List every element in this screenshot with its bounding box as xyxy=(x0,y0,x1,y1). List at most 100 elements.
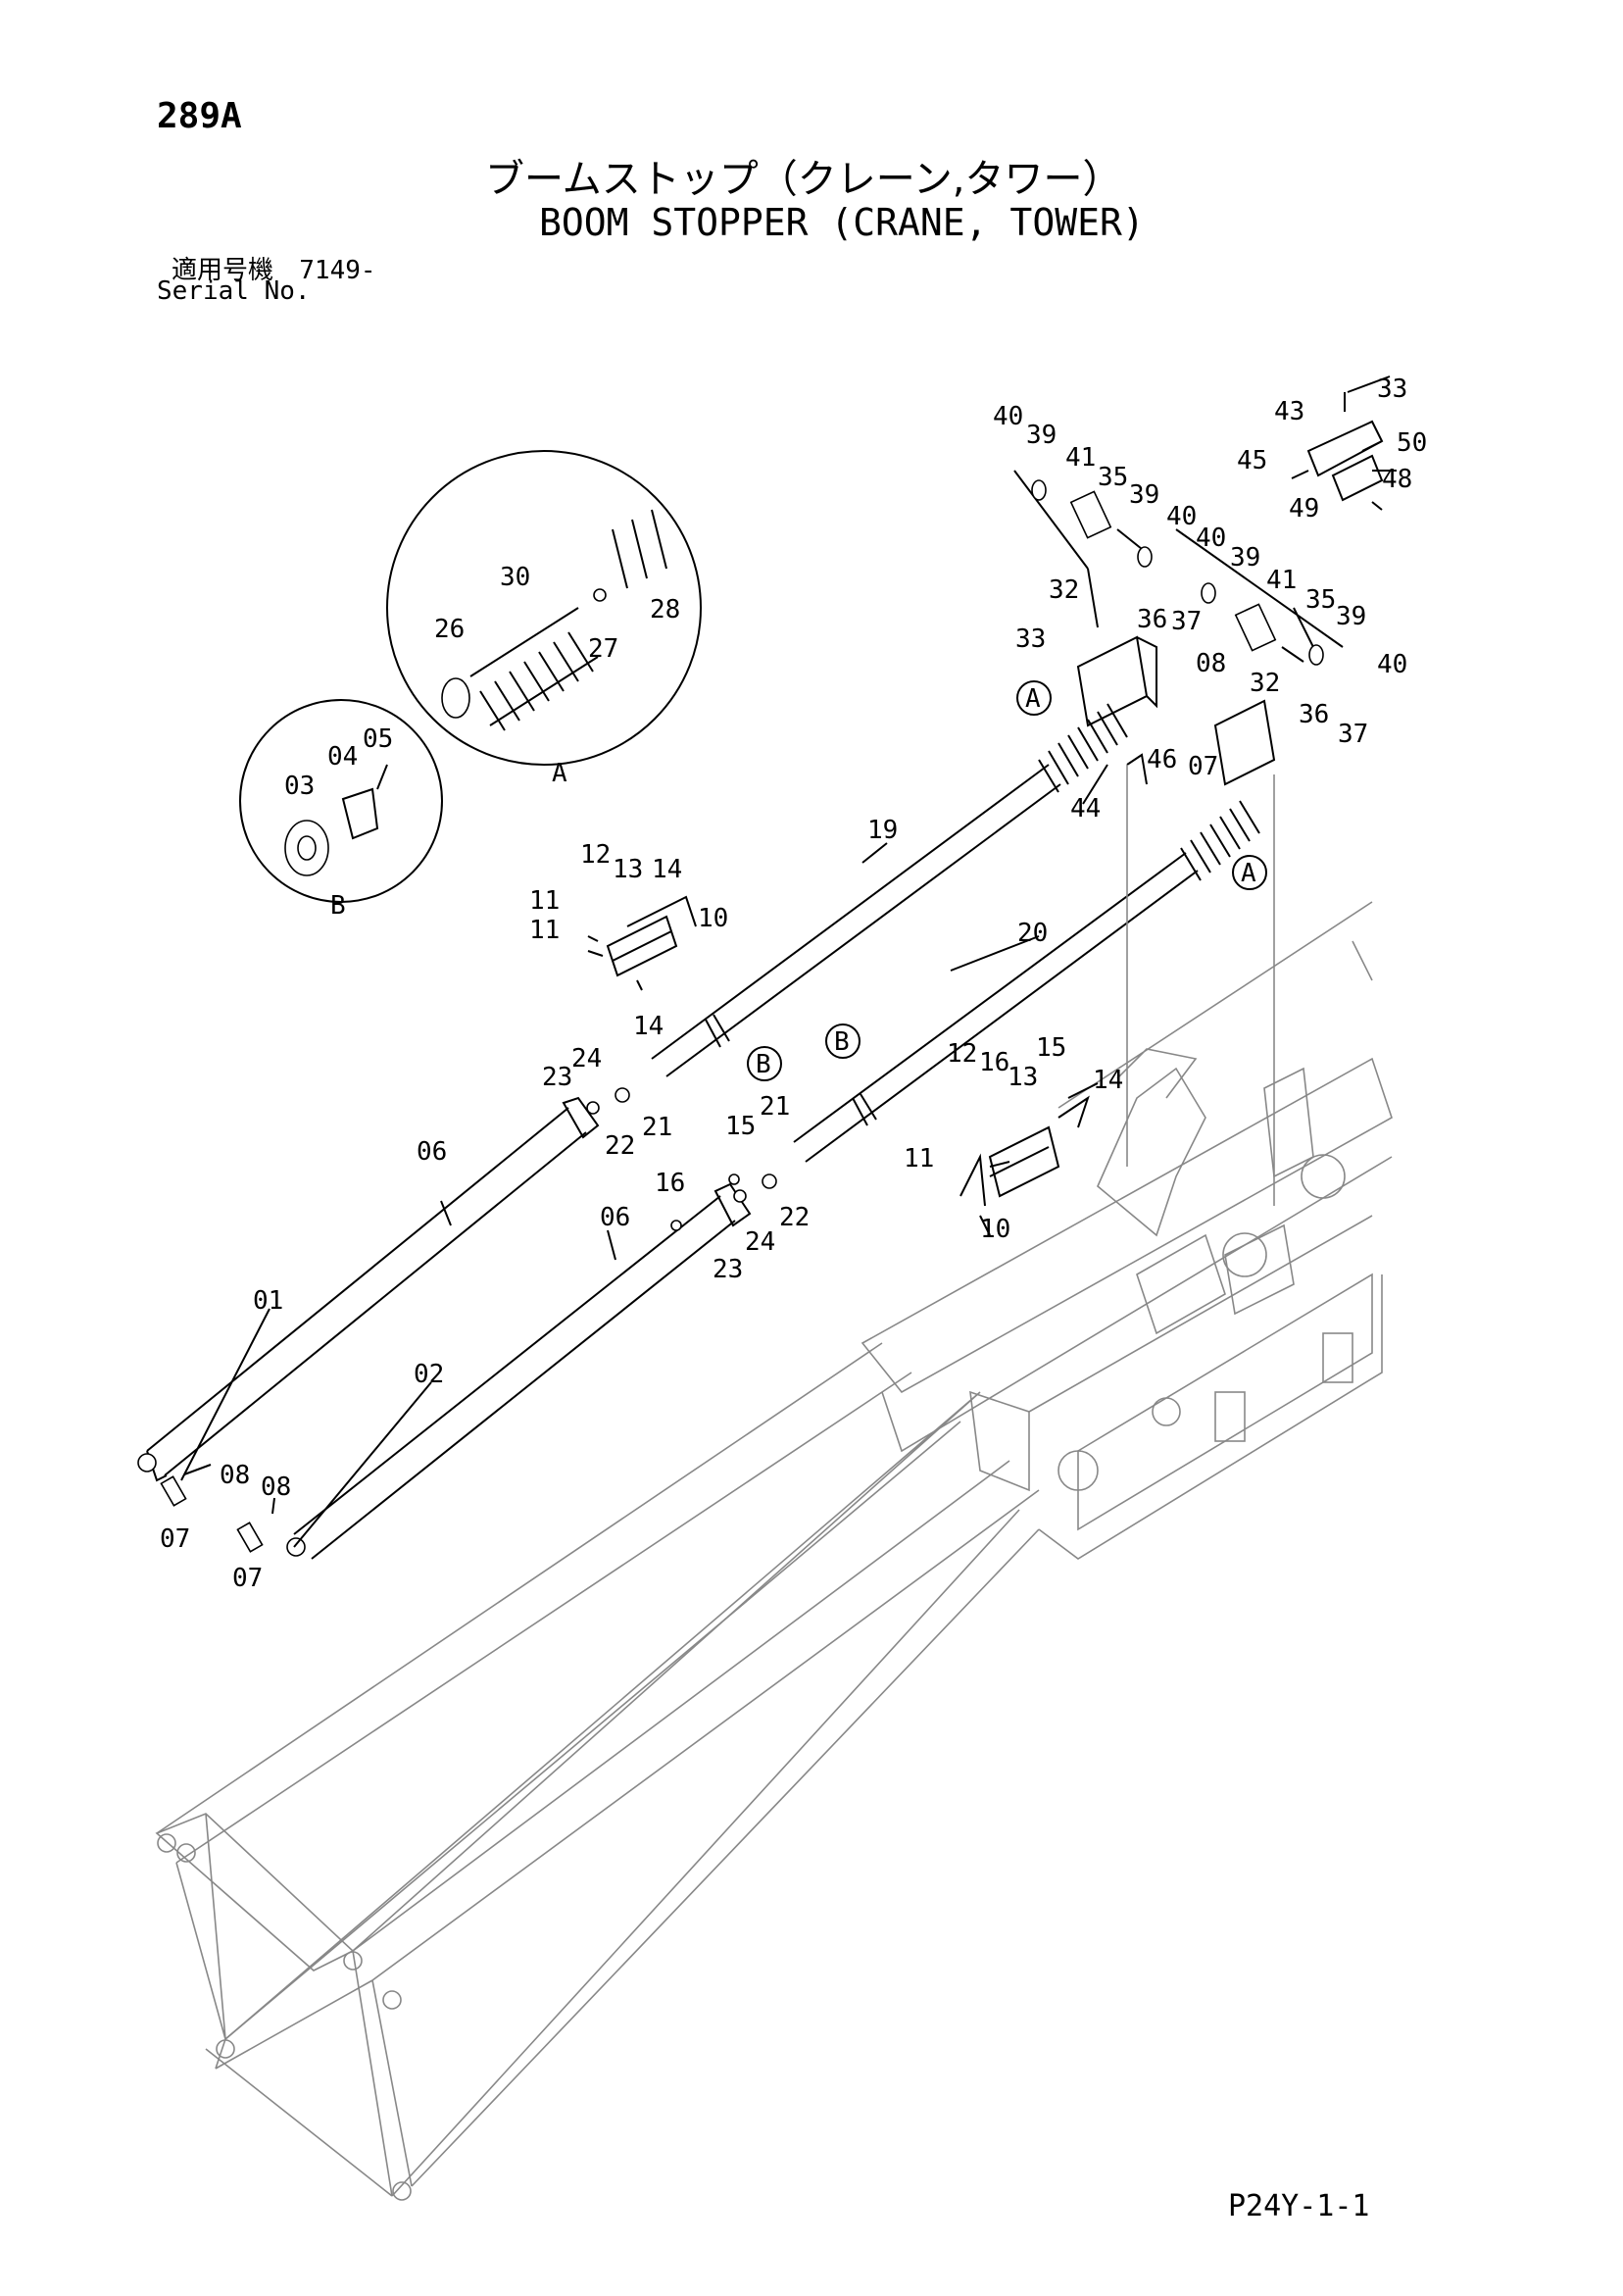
part-label: 28 xyxy=(650,595,680,624)
part-label: 49 xyxy=(1289,494,1319,524)
part-label: 50 xyxy=(1397,428,1427,458)
part-label: 13 xyxy=(1008,1063,1038,1092)
part-label: 11 xyxy=(529,886,560,916)
serial-label-jp: 適用号機 xyxy=(172,256,274,285)
detail-a-label: A xyxy=(552,759,567,788)
part-label: 33 xyxy=(1015,624,1046,654)
part-label: 15 xyxy=(1036,1033,1066,1063)
part-label: 44 xyxy=(1070,794,1101,824)
clamp-assembly-lower xyxy=(959,1095,1090,1236)
pins-bottom xyxy=(160,1464,275,1553)
part-label: 46 xyxy=(1147,745,1177,774)
part-label: 32 xyxy=(1049,575,1079,605)
part-label: 32 xyxy=(1250,669,1280,698)
part-label: 40 xyxy=(1377,650,1407,679)
part-label: 06 xyxy=(600,1203,630,1232)
serial-value: 7149- xyxy=(299,256,376,285)
part-label: 08 xyxy=(261,1472,291,1502)
part-label: 40 xyxy=(993,402,1023,431)
part-label: 39 xyxy=(1230,543,1260,573)
part-label: 20 xyxy=(1017,919,1048,948)
part-label: 26 xyxy=(434,615,465,644)
footer-code: P24Y-1-1 xyxy=(1228,2189,1370,2223)
part-label: 14 xyxy=(1093,1066,1123,1095)
part-label: 21 xyxy=(642,1113,672,1142)
rod-assemblies xyxy=(137,703,1260,1560)
boom-lattice xyxy=(155,1342,1040,2201)
title-japanese: ブームストップ（クレーン,タワー） xyxy=(485,157,1122,202)
bracket-assembly-upper xyxy=(1013,470,1344,805)
part-label: 24 xyxy=(745,1227,775,1257)
part-label: 14 xyxy=(633,1012,664,1041)
part-label: 02 xyxy=(414,1360,444,1389)
title-english: BOOM STOPPER (CRANE, TOWER) xyxy=(539,201,1145,244)
callout-b-upper-label: B xyxy=(756,1050,771,1079)
detail-circle-b xyxy=(239,699,443,903)
part-label: 11 xyxy=(904,1144,934,1173)
part-label: 35 xyxy=(1305,585,1336,615)
part-label: 16 xyxy=(655,1169,685,1198)
leader-lines xyxy=(180,375,1397,1548)
part-label: 23 xyxy=(713,1255,743,1284)
callout-b-upper xyxy=(747,1046,782,1081)
part-label: 11 xyxy=(529,916,560,945)
part-label: 22 xyxy=(779,1203,810,1232)
part-label: 39 xyxy=(1129,480,1159,510)
part-label: 13 xyxy=(613,855,643,884)
part-label: 19 xyxy=(867,816,898,845)
part-label: 27 xyxy=(588,634,618,664)
callout-a-lower-label: A xyxy=(1241,859,1256,888)
callout-b-lower xyxy=(825,1023,861,1059)
part-label: 16 xyxy=(979,1048,1009,1077)
part-label: 39 xyxy=(1336,602,1366,631)
part-label: 35 xyxy=(1098,463,1128,492)
part-label: 23 xyxy=(542,1063,572,1092)
clamp-assembly-upper xyxy=(587,895,697,991)
part-label: 22 xyxy=(605,1131,635,1161)
part-label: 39 xyxy=(1026,421,1057,450)
part-label: 05 xyxy=(363,724,393,754)
end-fittings xyxy=(586,1087,777,1231)
part-label: 08 xyxy=(1196,649,1226,678)
part-numbers: 01 02 03 04 05 06 06 07 07 07 08 08 08 1… xyxy=(160,374,1427,1593)
cover-assembly xyxy=(1291,392,1384,511)
part-label: 33 xyxy=(1377,374,1407,404)
part-label: 07 xyxy=(1188,752,1218,781)
part-label: 30 xyxy=(500,563,530,592)
serial-label-en: Serial No. xyxy=(157,276,311,306)
part-label: 45 xyxy=(1237,446,1267,475)
part-label: 14 xyxy=(652,855,682,884)
detail-b-label: B xyxy=(330,891,346,921)
part-label: 36 xyxy=(1137,605,1167,634)
part-label: 04 xyxy=(327,742,358,772)
callout-a-upper-label: A xyxy=(1025,684,1041,714)
part-label: 36 xyxy=(1299,700,1329,729)
part-label: 15 xyxy=(725,1112,756,1141)
callout-balloons: A A B B A B xyxy=(330,680,1267,1081)
part-label: 07 xyxy=(160,1524,190,1554)
part-label: 12 xyxy=(947,1039,977,1069)
part-label: 37 xyxy=(1171,607,1202,636)
detail-circle-a xyxy=(386,450,702,766)
part-label: 08 xyxy=(220,1461,250,1490)
part-label: 03 xyxy=(284,772,315,801)
part-label: 41 xyxy=(1065,443,1096,473)
part-label: 21 xyxy=(760,1092,790,1122)
callout-a-lower xyxy=(1232,855,1267,890)
part-label: 12 xyxy=(580,840,611,870)
part-label: 10 xyxy=(980,1215,1010,1244)
part-label: 40 xyxy=(1196,524,1226,553)
upper-frame xyxy=(861,901,1393,1560)
serial-line: 適用号機 7149- xyxy=(172,250,376,286)
part-label: 10 xyxy=(698,904,728,933)
part-label: 24 xyxy=(571,1044,602,1073)
part-label: 48 xyxy=(1382,465,1412,494)
part-label: 06 xyxy=(417,1137,447,1167)
part-label: 01 xyxy=(253,1286,283,1316)
page-number: 289A xyxy=(157,96,242,136)
part-label: 43 xyxy=(1274,397,1304,426)
part-label: 37 xyxy=(1338,720,1368,749)
part-label: 40 xyxy=(1166,502,1197,531)
callout-b-lower-label: B xyxy=(834,1027,850,1057)
